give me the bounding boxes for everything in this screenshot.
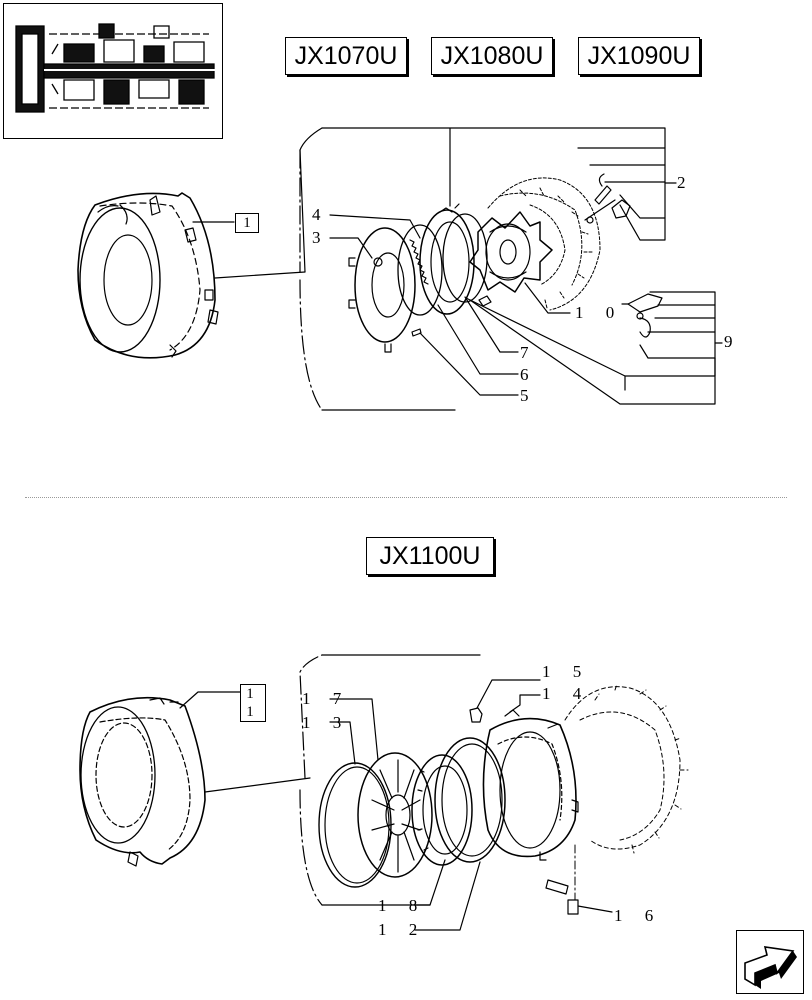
pin: [478, 295, 492, 307]
clutch-assembly-bottom: [79, 696, 206, 867]
diaphragm-disc-17: [357, 752, 433, 878]
flywheel-housing-bottom: [564, 683, 689, 901]
model-label-jx1090u: JX1090U: [578, 37, 700, 75]
model-label-jx1080u: JX1080U: [431, 37, 553, 75]
ref-3: 3: [312, 228, 330, 247]
ring-7: [442, 213, 488, 303]
small-pin: [411, 328, 422, 337]
ref-10: 1 0: [575, 303, 624, 322]
ref-4: 4: [312, 205, 330, 224]
ref-2: 2: [677, 173, 695, 192]
intermediate-plate-18: [411, 754, 473, 866]
ref-14: 1 4: [542, 684, 591, 703]
ref-13: 1 3: [302, 713, 351, 732]
model-label-jx1100u: JX1100U: [366, 537, 494, 575]
friction-disc-3: [348, 227, 416, 353]
ref-15: 1 5: [542, 662, 591, 681]
fork-linkage-2: [584, 173, 631, 224]
ref-16: 1 6: [614, 906, 663, 925]
spring-ring-4: [397, 224, 443, 316]
ref-11: 1 1: [240, 684, 266, 722]
clutch-assembly-top: [77, 192, 219, 359]
ring-13: [318, 762, 392, 888]
ref-1: 1: [235, 213, 259, 233]
next-page-arrow-icon: [744, 946, 797, 989]
ref-9: 9: [724, 332, 742, 351]
ref-12: 1 2: [378, 920, 427, 939]
flywheel-housing-top: [487, 177, 601, 311]
bolt-15: [469, 707, 483, 723]
ref-17: 1 7: [302, 689, 351, 708]
transmission-section-thumbnail-icon: [3, 3, 223, 139]
ref-6: 6: [520, 365, 538, 384]
damper-hub-10: [469, 211, 553, 293]
intermediate-plate-6: [419, 203, 475, 315]
bolt-16: [545, 879, 613, 915]
ref-7: 7: [520, 343, 538, 362]
ring-12: [434, 737, 506, 863]
ref-18: 1 8: [378, 896, 427, 915]
release-linkage-9: [621, 293, 663, 338]
ref-5: 5: [520, 386, 538, 405]
section-divider: [25, 497, 787, 498]
model-label-jx1070u: JX1070U: [285, 37, 407, 75]
next-page-button[interactable]: [736, 930, 804, 994]
